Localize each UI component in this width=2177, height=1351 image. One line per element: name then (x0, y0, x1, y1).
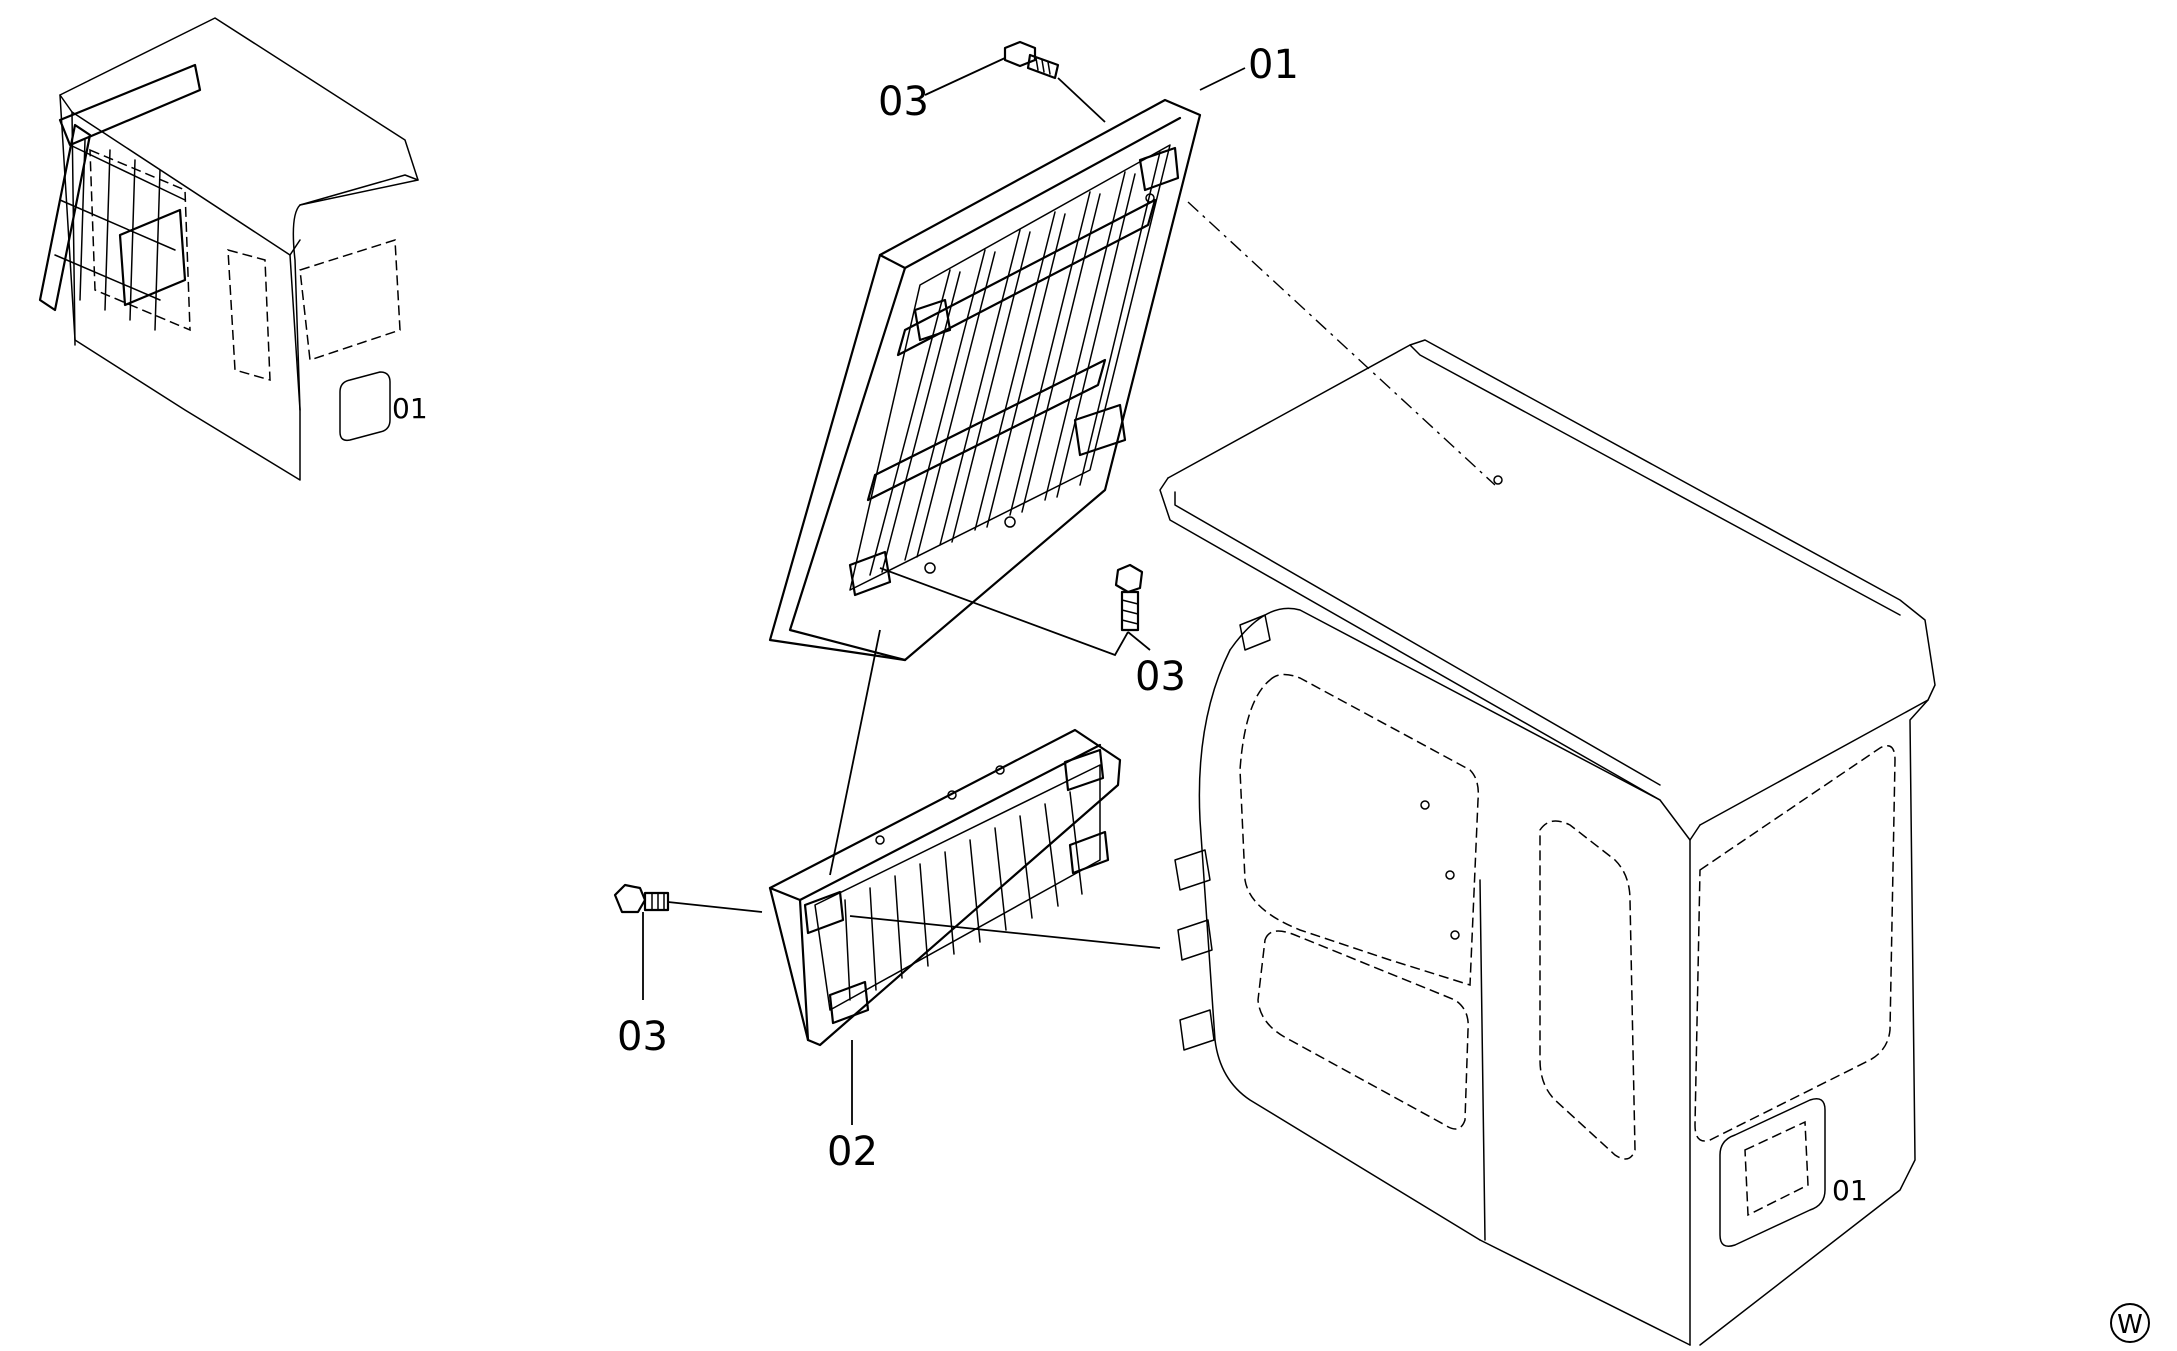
corner-symbol-letter: W (2117, 1310, 2143, 1340)
bolt-left (613, 883, 670, 914)
part-01-large-grille (768, 98, 1202, 662)
bolt-top (1003, 40, 1060, 80)
thumbnail-cab-marking: 01 (392, 392, 428, 425)
corner-w-symbol: W (2110, 1303, 2150, 1343)
callout-01: 01 (1248, 42, 1299, 88)
callout-03-middle: 03 (1135, 654, 1186, 700)
cab-marking: 01 (1832, 1174, 1868, 1207)
leader-lines (642, 57, 1496, 1125)
operator-cab: 01 (1159, 339, 1936, 1346)
bolt-middle (1114, 563, 1144, 632)
thumbnail-cab: 01 (38, 17, 428, 481)
callout-02: 02 (827, 1129, 878, 1175)
callout-03-top: 03 (878, 79, 929, 125)
part-02-small-grille (768, 728, 1122, 1047)
callout-03-left: 03 (617, 1014, 668, 1060)
